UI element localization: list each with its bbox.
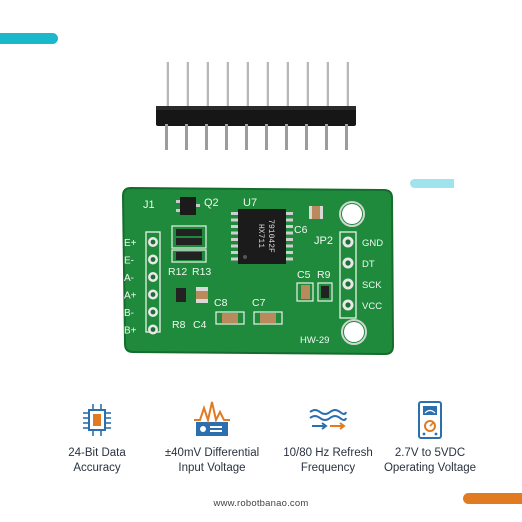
label-r8: R8: [172, 319, 186, 331]
header-pin-bottom: [165, 124, 168, 150]
chip-marking-2: 791042F: [266, 219, 275, 253]
left-pin-label: A-: [124, 273, 134, 284]
header-pin-bottom: [265, 124, 268, 150]
feature-3-line-2: Frequency: [300, 462, 356, 474]
product-photo: HX711 791042F: [121, 62, 395, 356]
feature-2-line-2: Input Voltage: [178, 462, 246, 474]
header-pin-bottom: [245, 124, 248, 150]
label-r13: R13: [192, 266, 211, 278]
left-pin-label: E+: [124, 238, 137, 249]
right-pin-label: DT: [362, 259, 375, 270]
label-j1: J1: [143, 199, 155, 211]
feature-4-line-1: 2.7V to 5VDC: [394, 447, 466, 459]
hx711-chip: HX711 791042F: [231, 209, 293, 264]
transistor-q2: [180, 197, 196, 215]
pin-header: [156, 62, 356, 150]
header-pin-bottom: [325, 124, 328, 150]
header-pin-top: [266, 62, 269, 108]
label-jp2: JP2: [314, 235, 333, 247]
header-pin-top: [246, 62, 249, 108]
header-pin-bottom: [225, 124, 228, 150]
label-c8: C8: [214, 297, 228, 309]
header-pin-bottom: [185, 124, 188, 150]
label-u7: U7: [243, 197, 257, 209]
feature-operating-voltage: 2.7V to 5VDC Operating Voltage: [375, 398, 485, 476]
header-pin-top: [226, 62, 229, 108]
mount-hole-bottom: [344, 322, 364, 342]
feature-refresh-frequency: 10/80 Hz Refresh Frequency: [273, 398, 383, 476]
accent-bar-left: [0, 33, 58, 44]
accent-bar-bottom: [463, 493, 522, 504]
header-pin-top: [186, 62, 189, 108]
accent-bar-right: [410, 179, 454, 188]
header-pin-top: [206, 62, 209, 108]
wave-frequency-icon: [309, 409, 347, 430]
feature-3-line-1: 10/80 Hz Refresh: [283, 447, 373, 459]
header-pin-top: [286, 62, 289, 108]
header-pin-bottom: [285, 124, 288, 150]
feature-row: 24-Bit Data Accuracy ±40mV Differential …: [45, 398, 485, 480]
label-q2: Q2: [204, 197, 219, 209]
right-pin-label: SCK: [362, 280, 382, 291]
chip-icon: [83, 404, 111, 436]
right-pin-label: VCC: [362, 301, 382, 312]
label-c7: C7: [252, 297, 266, 309]
right-pin-label: GND: [362, 238, 383, 249]
header-pin-top: [306, 62, 309, 108]
multimeter-icon: [418, 401, 442, 439]
feature-1-line-2: Accuracy: [73, 462, 121, 474]
header-pin-bottom: [205, 124, 208, 150]
left-pin-label: A+: [124, 291, 137, 302]
mount-hole-top: [342, 204, 362, 224]
website-url: www.robotbanao.com: [213, 498, 309, 509]
feature-4-line-2: Operating Voltage: [383, 462, 477, 474]
header-pin-bottom: [305, 124, 308, 150]
header-pin-top: [326, 62, 329, 108]
left-pin-label: B-: [124, 308, 134, 319]
header-pin-top: [166, 62, 169, 108]
feature-data-accuracy: 24-Bit Data Accuracy: [42, 398, 152, 476]
label-r9: R9: [317, 269, 331, 281]
left-pin-label: B+: [124, 326, 137, 337]
header-pin-top: [346, 62, 349, 108]
chip-marking-1: HX711: [256, 224, 265, 248]
label-c4: C4: [193, 319, 207, 331]
left-pin-label: E-: [124, 256, 134, 267]
feature-1-line-1: 24-Bit Data: [68, 447, 126, 459]
label-c5: C5: [297, 269, 311, 281]
voltage-meter-icon: [194, 401, 230, 436]
label-r12: R12: [168, 266, 187, 278]
feature-input-voltage: ±40mV Differential Input Voltage: [157, 398, 267, 476]
header-pin-bottom: [345, 124, 348, 150]
feature-2-line-1: ±40mV Differential: [164, 447, 260, 459]
label-model: HW-29: [300, 335, 329, 346]
label-c6: C6: [294, 224, 308, 236]
hx711-board: HX711 791042F: [121, 186, 395, 356]
